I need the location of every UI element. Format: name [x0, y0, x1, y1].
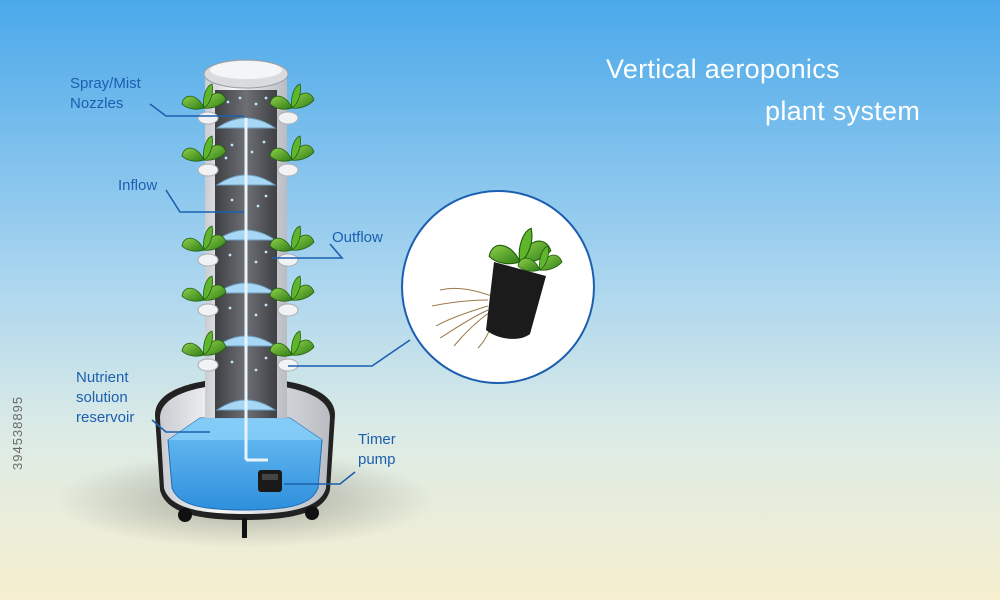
magnified-inset — [401, 190, 595, 384]
label-timer-pump: Timer pump — [358, 430, 396, 470]
reservoir-leader — [151, 419, 210, 433]
label-spray-mist-nozzles: Spray/Mist Nozzles — [70, 74, 141, 114]
label-reservoir-line-1: Nutrient — [76, 369, 129, 386]
magnifier-leader — [288, 339, 411, 367]
title-line-2: plant system — [765, 96, 921, 126]
spray-leader — [149, 103, 244, 117]
timer-pump — [258, 470, 282, 492]
title-line-1: Vertical aeroponics — [606, 54, 840, 84]
label-spray-line-2: Nozzles — [70, 95, 124, 112]
label-inflow: Inflow — [118, 177, 158, 194]
inflow-leader — [165, 189, 244, 213]
pump-leader — [284, 471, 356, 485]
plant-pods — [181, 83, 315, 372]
mist-droplets — [224, 96, 268, 372]
label-spray-line-1: Spray/Mist — [70, 75, 141, 92]
label-nutrient-reservoir: Nutrient solution reservoir — [76, 368, 134, 428]
plant-pod — [486, 262, 546, 339]
label-pump-line-1: Timer — [358, 431, 396, 448]
label-pump-line-2: pump — [358, 451, 396, 468]
side-id-number: 394538895 — [10, 395, 25, 471]
label-reservoir-line-2: solution — [76, 389, 128, 406]
outflow-leader — [272, 243, 344, 259]
label-reservoir-line-3: reservoir — [76, 409, 135, 426]
label-outflow: Outflow — [332, 229, 383, 246]
leader-lines — [149, 103, 411, 485]
root-strands — [431, 287, 495, 349]
